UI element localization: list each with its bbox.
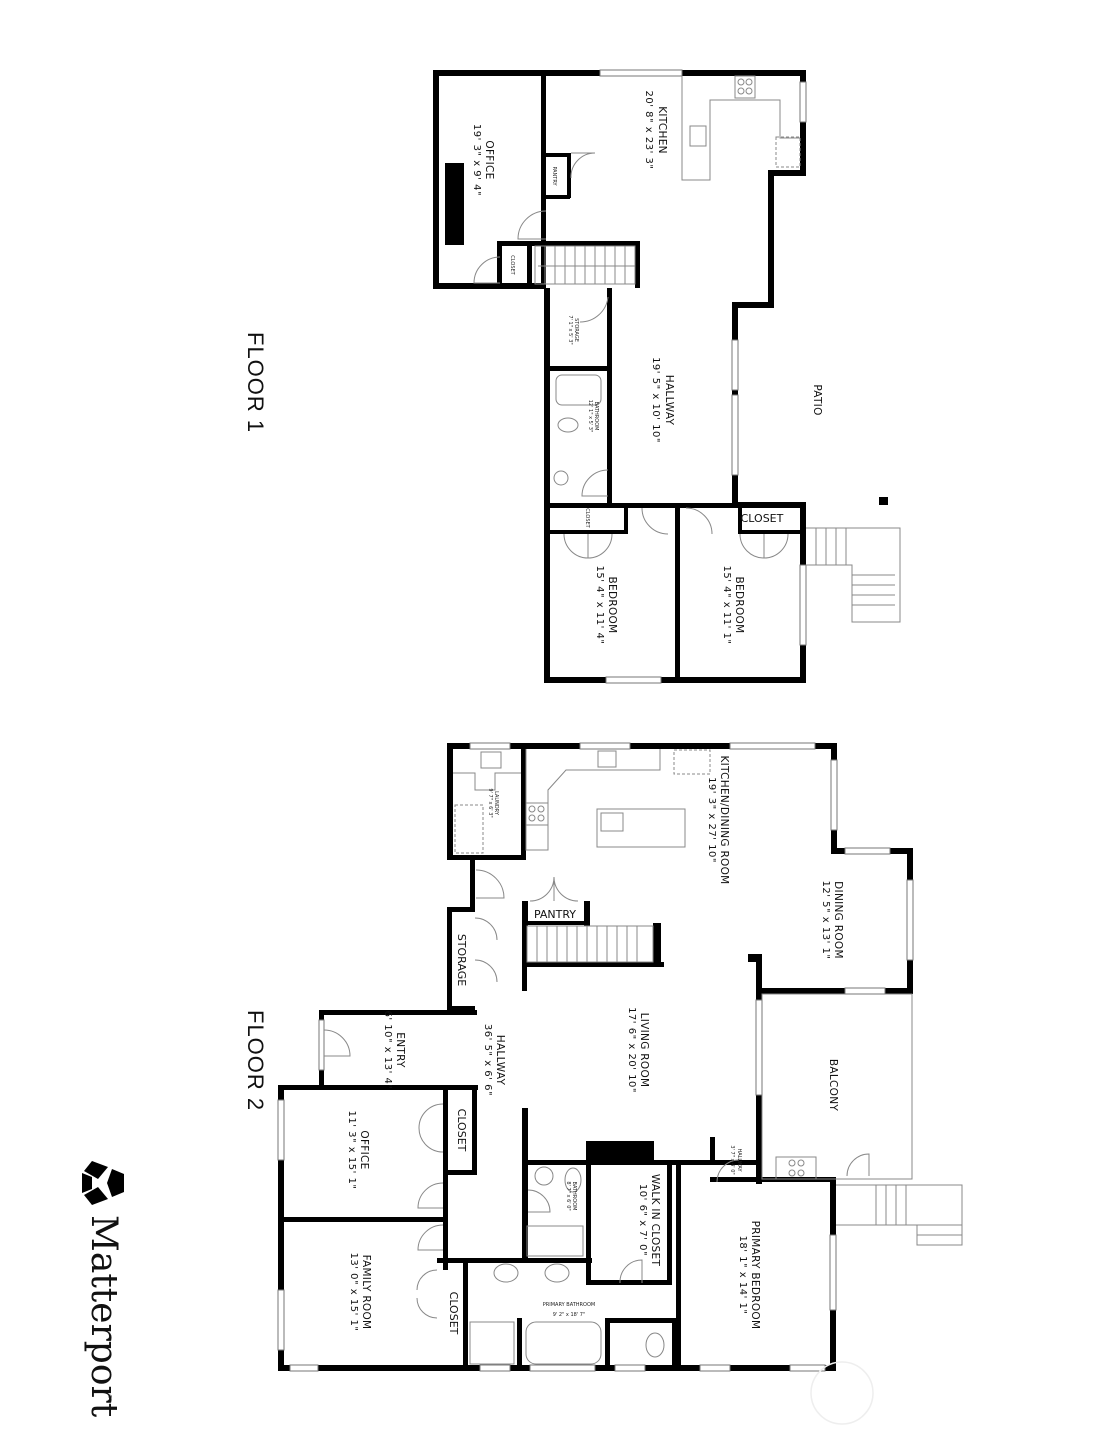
- room-bedroom-f1-a-dims: 15' 4" x 11' 4": [594, 565, 605, 644]
- room-storage-f1-dims: 7' 1" x 5' 3": [567, 315, 573, 344]
- room-bedroom-f1-a: BEDROOM: [606, 577, 618, 634]
- room-primary-bedroom: PRIMARY BEDROOM: [749, 1221, 761, 1330]
- room-office-f1: OFFICE: [483, 140, 495, 179]
- area-patio: PATIO: [811, 384, 823, 415]
- room-entry-dims: 6' 10" x 13' 4": [382, 1010, 393, 1089]
- room-hallway-f2-small-dims: 3' 7" x 4' 0": [729, 1145, 735, 1174]
- room-bedroom-f1-b: BEDROOM: [733, 577, 745, 634]
- room-office-f2: OFFICE: [358, 1130, 370, 1169]
- room-closet-f1-b: CLOSET: [584, 508, 590, 528]
- floor-1-plan: [433, 69, 901, 684]
- room-closet-f1-c: CLOSET: [741, 512, 784, 525]
- brand-name: Matterport: [83, 1215, 124, 1418]
- room-closet-f2-b: CLOSET: [447, 1292, 460, 1335]
- room-hallway-f1-dims: 19' 5" x 10' 10": [650, 357, 661, 443]
- room-bathroom-f2: BATHROOM: [571, 1182, 577, 1211]
- floor-1-label: FLOOR 1: [243, 332, 268, 433]
- room-hallway-f2-small: HALLWAY: [736, 1148, 742, 1172]
- room-office-f2-dims: 11' 3" x 15' 1": [346, 1110, 357, 1189]
- room-storage-f1: STORAGE: [573, 318, 579, 342]
- room-walk-in-closet-dims: 10' 6" x 7' 0": [637, 1184, 648, 1256]
- room-family-room: FAMILY ROOM: [360, 1255, 372, 1330]
- room-primary-bedroom-dims: 18' 1" x 14' 1": [737, 1235, 748, 1314]
- room-pantry-f2: PANTRY: [534, 908, 576, 921]
- room-primary-bathroom-dims: 9' 2" x 18' 7": [553, 1312, 586, 1318]
- room-dining-room: DINING ROOM: [832, 881, 844, 959]
- room-walk-in-closet: WALK IN CLOSET: [649, 1174, 661, 1267]
- area-balcony: BALCONY: [827, 1059, 839, 1111]
- matterport-logo-icon: [82, 1161, 124, 1205]
- room-family-room-dims: 13' 0" x 15' 1": [348, 1252, 359, 1331]
- room-primary-bathroom: PRIMARY BATHROOM: [543, 1302, 595, 1308]
- room-laundry-dims: 9' 7" x 6' 3": [487, 788, 493, 817]
- room-storage-f2: STORAGE: [455, 934, 468, 986]
- room-closet-f2-a: CLOSET: [455, 1109, 468, 1152]
- room-kitchen-f1: KITCHEN: [656, 106, 668, 154]
- room-hallway-f1: HALLWAY: [663, 375, 675, 426]
- watermark-icon: [810, 1361, 874, 1425]
- room-office-f1-dims: 19' 3" x 9' 4": [471, 124, 482, 196]
- room-hallway-f2-dims: 36' 5" x 6' 6": [482, 1024, 493, 1096]
- room-kitchen-dining: KITCHEN/DINING ROOM: [718, 755, 730, 884]
- floor-2-plan: [277, 742, 963, 1372]
- room-hallway-f2: HALLWAY: [494, 1035, 506, 1086]
- room-laundry: LAUNDRY: [493, 791, 499, 816]
- room-bathroom-f2-dims: 8' 7" x 6' 0": [565, 1181, 571, 1210]
- room-living-room: LIVING ROOM: [638, 1013, 650, 1088]
- room-kitchen-f1-dims: 20' 8" x 23' 3": [643, 90, 654, 169]
- room-bathroom-f1-dims: 12' 1" x 5' 3": [587, 400, 593, 433]
- room-bedroom-f1-b-dims: 15' 4" x 11' 1": [721, 565, 732, 644]
- room-closet-f1-a: CLOSET: [509, 255, 515, 275]
- brand-registered-mark: ®: [106, 1394, 113, 1399]
- room-entry: ENTRY: [394, 1032, 406, 1068]
- room-bathroom-f1: BATHROOM: [593, 402, 599, 431]
- room-pantry-f1: PANTRY: [551, 166, 557, 186]
- room-dining-room-dims: 12' 5" x 13' 1": [820, 880, 831, 959]
- floor-2-label: FLOOR 2: [243, 1010, 268, 1111]
- room-kitchen-dining-dims: 19' 3" x 27' 10": [706, 777, 717, 863]
- room-living-room-dims: 17' 6" x 20' 10": [626, 1007, 637, 1093]
